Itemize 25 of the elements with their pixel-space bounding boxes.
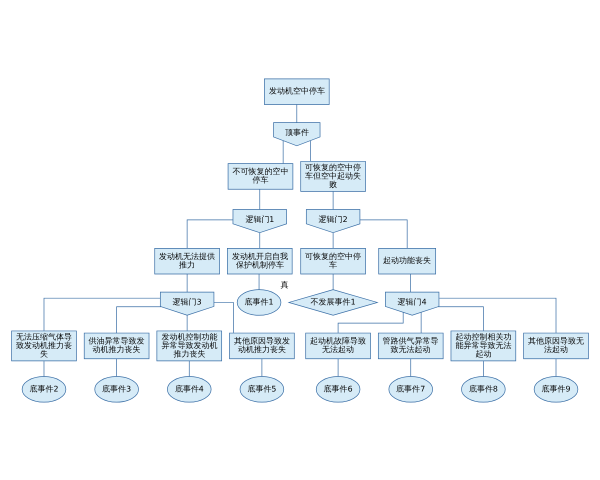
connector — [338, 312, 404, 333]
connector — [332, 273, 334, 290]
connector — [332, 190, 334, 210]
connector — [410, 273, 411, 292]
connector — [420, 311, 422, 333]
connector — [438, 297, 556, 333]
connector — [332, 232, 334, 248]
connector — [360, 219, 408, 248]
connector — [258, 273, 260, 290]
connector — [438, 306, 484, 331]
connector — [186, 314, 188, 331]
connector — [186, 273, 188, 292]
connector — [116, 306, 162, 333]
connector — [410, 358, 412, 376]
connector — [44, 297, 161, 331]
connector — [296, 104, 298, 122]
connector — [214, 302, 234, 333]
connector — [483, 360, 484, 376]
connector — [259, 232, 260, 248]
connector — [188, 360, 190, 376]
connector — [282, 140, 284, 164]
connector — [259, 188, 260, 210]
connector — [116, 358, 117, 376]
connector — [186, 219, 234, 248]
connector — [310, 140, 311, 161]
